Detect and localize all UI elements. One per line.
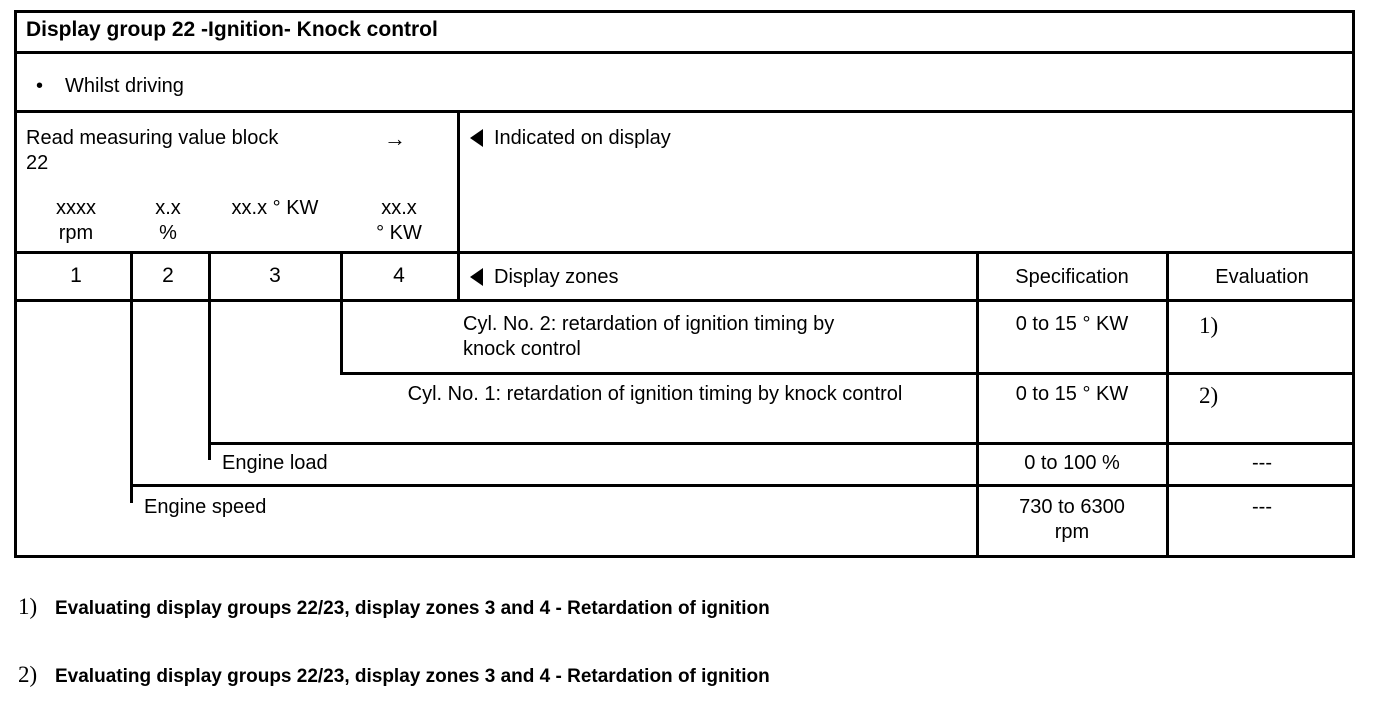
indicated-on-display-label: Indicated on display xyxy=(494,127,671,149)
row-description: Engine speed xyxy=(144,496,267,518)
measuring-block-bottom-rule xyxy=(14,251,458,254)
zone-number-3: 3 xyxy=(269,264,281,287)
display-zones-header-top-rule xyxy=(457,251,1355,254)
row-specification: 0 to 15 ° KW xyxy=(1015,383,1129,405)
title-row-right-edge xyxy=(1352,10,1355,54)
arrow-right-icon: → xyxy=(384,126,406,151)
zone-divider-1-2 xyxy=(130,251,133,503)
condition-text: Whilst driving xyxy=(65,75,184,97)
display-zones-label: Display zones xyxy=(494,266,619,288)
row-description: Engine load xyxy=(222,452,328,474)
row-specification: 730 to 6300 rpm xyxy=(1019,496,1125,543)
condition-row-right-edge xyxy=(1352,51,1355,113)
display-field-3: xx.x ° KW xyxy=(231,197,319,219)
row-cyl1-left-edge xyxy=(208,372,211,460)
measuring-block-divider xyxy=(457,110,460,300)
evaluation-col-left-edge xyxy=(1166,251,1169,558)
zone-number-1: 1 xyxy=(70,264,82,287)
row-evaluation: 2) xyxy=(1199,383,1219,408)
display-field-1: xxxx rpm xyxy=(56,197,96,244)
indicated-panel-right-edge xyxy=(1352,110,1355,300)
specification-col-left-edge xyxy=(976,251,979,558)
display-field-2: x.x % xyxy=(155,197,181,244)
table-bottom-edge xyxy=(14,555,1355,558)
row-description: Cyl. No. 1: retardation of ignition timi… xyxy=(407,383,903,405)
page-title: Display group 22 -Ignition- Knock contro… xyxy=(26,18,438,41)
table-right-edge-lower xyxy=(1352,299,1355,558)
table-left-edge xyxy=(14,10,17,558)
row-cyl1-bottom-rule xyxy=(208,442,1355,445)
row-cyl2-left-edge xyxy=(340,299,343,375)
row-evaluation: --- xyxy=(1252,496,1272,518)
footnote-text: Evaluating display groups 22/23, display… xyxy=(55,666,770,687)
row-evaluation: 1) xyxy=(1199,313,1219,338)
row-cyl2-bottom-rule xyxy=(340,372,1355,375)
footnote-text: Evaluating display groups 22/23, display… xyxy=(55,598,770,619)
row-specification: 0 to 100 % xyxy=(1024,452,1120,474)
read-measuring-value-block-instruction: Read measuring value block 22 xyxy=(26,127,279,174)
evaluation-column-header: Evaluation xyxy=(1215,266,1309,288)
specification-column-header: Specification xyxy=(1015,266,1129,288)
title-row-bottom-rule xyxy=(14,51,1355,54)
indicated-on-display-marker-icon xyxy=(470,129,483,147)
condition-row-bottom-rule xyxy=(14,110,1355,113)
row-engine-load-bottom-rule xyxy=(130,484,1355,487)
row-evaluation: --- xyxy=(1252,452,1272,474)
footnote-marker: 2) xyxy=(18,662,38,687)
zone-divider-2-3 xyxy=(208,251,211,460)
display-zones-header-bottom-rule xyxy=(14,299,1355,302)
display-field-4: xx.x ° KW xyxy=(376,197,422,244)
row-specification: 0 to 15 ° KW xyxy=(1015,313,1129,335)
zone-number-2: 2 xyxy=(162,264,174,287)
display-zones-marker-icon xyxy=(470,268,483,286)
row-description: Cyl. No. 2: retardation of ignition timi… xyxy=(463,313,835,360)
footnote-marker: 1) xyxy=(18,594,38,619)
condition-bullet-icon: • xyxy=(36,75,44,97)
row-engine-load-left-edge xyxy=(130,442,133,503)
table-top-edge xyxy=(14,10,1355,13)
zone-number-4: 4 xyxy=(393,264,405,287)
